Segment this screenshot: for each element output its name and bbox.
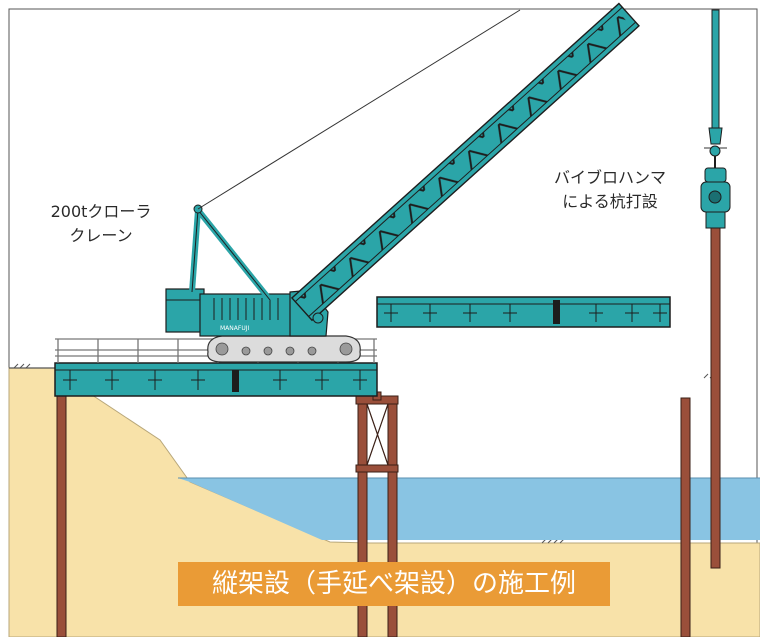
boom-foot-pin bbox=[312, 312, 324, 324]
girder-launched-stiffeners bbox=[384, 304, 667, 322]
vibro-label-line1: バイブロハンマ bbox=[553, 168, 666, 187]
pile-standalone bbox=[680, 397, 691, 637]
hammer-hook-block bbox=[708, 127, 723, 145]
crane-counterweight bbox=[165, 288, 205, 333]
crane-house-vents bbox=[213, 298, 279, 320]
ground-hatch-left bbox=[13, 363, 31, 369]
girder-main-splice bbox=[232, 370, 239, 392]
pile-left bbox=[56, 389, 67, 637]
boom-upper-chord bbox=[294, 6, 623, 303]
river-water bbox=[178, 478, 760, 540]
crawler-track bbox=[207, 335, 361, 363]
pile-being-driven bbox=[710, 227, 721, 569]
crane-boom bbox=[290, 2, 640, 322]
boom-lower-chord bbox=[308, 21, 636, 317]
vibro-hammer-label: バイブロハンマ による杭打設 bbox=[540, 166, 680, 214]
crawler-rollers bbox=[215, 342, 353, 356]
gantry-strut-edge bbox=[197, 209, 271, 301]
boom-lattice bbox=[299, 11, 632, 313]
pier-cross-brace bbox=[366, 403, 389, 466]
hammer-leader bbox=[711, 9, 720, 129]
crane-label-line1: 200tクローラ bbox=[50, 202, 152, 221]
hammer-head bbox=[704, 167, 727, 183]
crane-label-line2: クレーン bbox=[69, 226, 133, 245]
vibro-label-line2: による杭打設 bbox=[562, 192, 658, 211]
crane-label: 200tクローラ クレーン bbox=[40, 200, 162, 248]
girder-launched-splice bbox=[553, 300, 560, 324]
girder-launched bbox=[376, 296, 671, 328]
vibro-hammer bbox=[700, 9, 731, 229]
frame-border bbox=[8, 8, 758, 637]
crane-maker-plate: MANAFUJI bbox=[220, 325, 249, 332]
hammer-motor bbox=[708, 190, 722, 204]
pier-tie bbox=[355, 464, 399, 473]
diagram-caption: 縦架設（手延べ架設）の施工例 bbox=[178, 562, 610, 606]
girder-main-stiffeners bbox=[63, 370, 367, 390]
gantry-leg-edge bbox=[191, 209, 199, 293]
hammer-clamp bbox=[705, 211, 726, 229]
hammer-shackle bbox=[709, 145, 721, 157]
boom-pendant-wire bbox=[197, 9, 521, 210]
riverbed-hatch bbox=[541, 538, 565, 544]
